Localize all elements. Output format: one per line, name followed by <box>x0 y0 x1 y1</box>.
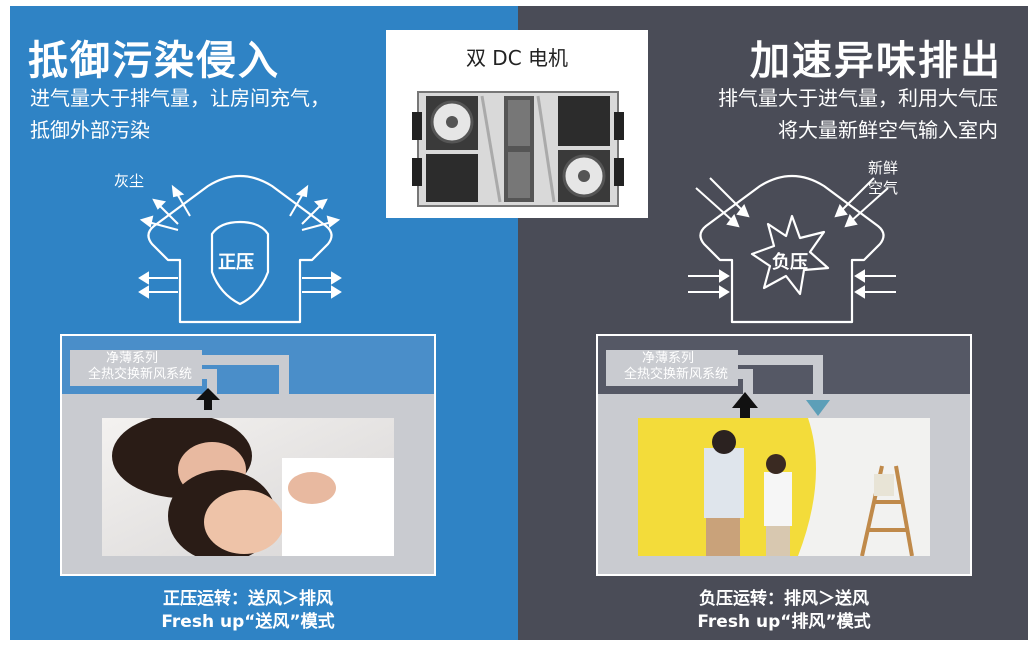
fresh-air-label: 新鲜 空气 <box>868 158 898 198</box>
exhaust-air-arrow-icon <box>196 388 220 400</box>
fresh-air-label-line-1: 新鲜 <box>868 159 899 177</box>
left-subtitle-line-2: 抵御外部污染 <box>30 118 150 142</box>
positive-pressure-scene: 净薄系列 全热交换新风系统 <box>60 334 436 576</box>
painting-photo <box>638 418 930 556</box>
duct-label-line-1: 净薄系列 <box>106 351 159 366</box>
negative-pressure-house-icon <box>688 175 896 324</box>
left-title: 抵御污染侵入 <box>28 38 280 84</box>
duct-diagram <box>70 350 296 440</box>
left-caption-line-2: Fresh up“送风”模式 <box>161 612 335 632</box>
dust-label: 灰尘 <box>114 172 145 190</box>
duct-label-line-2: 全热交换新风系统 <box>624 367 729 382</box>
right-subtitle-line-2: 将大量新鲜空气输入室内 <box>778 118 998 142</box>
duct-label-line-2: 全热交换新风系统 <box>88 367 193 382</box>
left-caption: 正压运转：送风＞排风 Fresh up“送风”模式 <box>60 588 436 634</box>
dual-dc-motor-unit-image <box>412 91 624 207</box>
right-subtitle-line-1: 排气量大于进气量，利用大气压 <box>718 86 998 110</box>
fresh-air-label-line-2: 空气 <box>868 179 899 197</box>
left-caption-line-1: 正压运转：送风＞排风 <box>163 589 333 609</box>
positive-pressure-label: 正压 <box>218 252 254 273</box>
supply-air-arrow-icon <box>806 400 830 416</box>
family-photo <box>102 418 394 556</box>
mother-child-image <box>102 418 394 556</box>
right-caption-line-2: Fresh up“排风”模式 <box>697 612 871 632</box>
negative-pressure-label: 负压 <box>772 252 808 273</box>
product-title: 双 DC 电机 <box>465 46 569 70</box>
father-child-painting-image <box>638 418 930 556</box>
negative-pressure-scene: 净薄系列 全热交换新风系统 <box>596 334 972 576</box>
duct-label-line-1: 净薄系列 <box>642 351 695 366</box>
product-box: 双 DC 电机 <box>386 30 648 218</box>
right-caption: 负压运转：排风＞送风 Fresh up“排风”模式 <box>596 588 972 634</box>
right-title: 加速异味排出 <box>750 38 1002 84</box>
negative-pressure-panel: 加速异味排出 排气量大于进气量，利用大气压 将大量新鲜空气输入室内 新鲜 空气 … <box>518 6 1028 640</box>
right-caption-line-1: 负压运转：排风＞送风 <box>699 589 869 609</box>
left-subtitle-line-1: 进气量大于排气量，让房间充气， <box>30 86 330 110</box>
exhaust-air-arrow-icon <box>732 392 758 408</box>
positive-pressure-house-icon <box>138 175 342 324</box>
